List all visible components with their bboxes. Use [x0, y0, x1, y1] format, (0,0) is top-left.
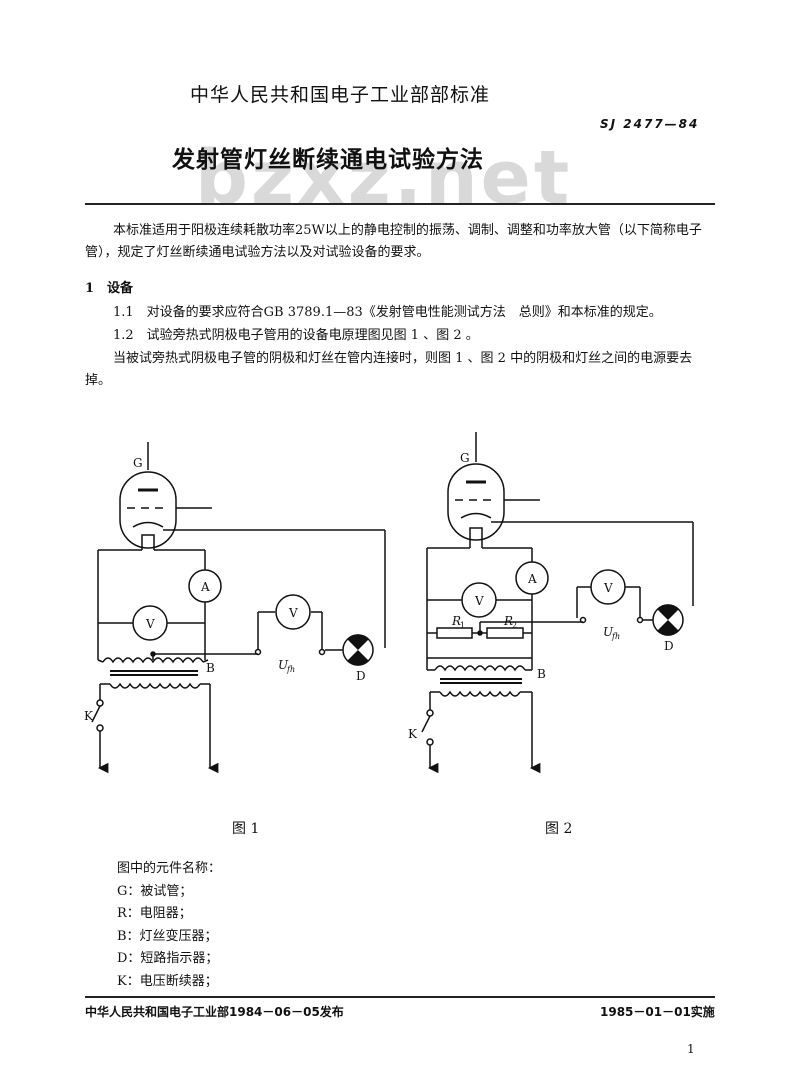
figure-2-circuit [421, 432, 694, 774]
legend-item: R：电阻器； [117, 906, 192, 921]
fig2-label-a: A [527, 572, 537, 586]
fig1-label-v2: V [288, 606, 298, 620]
document-title: 发射管灯丝断续通电试验方法 [172, 147, 484, 173]
issuing-organization: 中华人民共和国电子工业部部标准 [190, 84, 491, 106]
standard-code: SJ 2477—84 [600, 117, 700, 131]
clause-note: 当被试旁热式阴极电子管的阴极和灯丝在管内连接时，则图 1 、图 2 中的阴极和灯… [85, 351, 693, 388]
page-number: 1 [687, 1042, 695, 1056]
issue-date: 中华人民共和国电子工业部1984－06－05发布 [85, 1005, 344, 1019]
clause-1-2: 1.2 试验旁热式阴极电子管用的设备电原理图见图 1 、图 2 。 [113, 328, 479, 343]
fig1-label-d: D [356, 669, 366, 683]
ammeter-icon [515, 561, 549, 595]
figure-1-circuit [91, 442, 386, 774]
legend-item: G：被试管； [117, 883, 193, 899]
resistor-icon [436, 627, 473, 639]
figure-2-components [436, 561, 626, 639]
fig2-label-d: D [664, 639, 674, 653]
clause-1-1: 1.1 对设备的要求应符合GB 3789.1—83《发射管电性能测试方法 总则》… [113, 305, 662, 320]
voltmeter-icon [132, 605, 168, 641]
legend-item: D：短路指示器； [117, 951, 219, 966]
fig1-label-v1: V [145, 617, 155, 631]
figure-1-caption: 图 1 [232, 821, 260, 837]
fig2-label-r2-sub: 2 [512, 621, 517, 630]
fig2-label-r1: R [451, 614, 461, 628]
figure-2-short-indicator [652, 604, 684, 636]
figure-1-short-indicator [342, 634, 374, 666]
footer-rule [85, 996, 715, 998]
intro-paragraph: 本标准适用于阳极连续耗散功率25W以上的静电控制的振荡、调制、调整和功率放大管（… [85, 223, 702, 260]
voltmeter-icon [275, 594, 311, 630]
legend-item: K：电压断续器； [117, 973, 218, 989]
fig2-label-u: U [603, 625, 614, 639]
fig2-label-u-sub: fh [611, 632, 620, 641]
fig2-label-b: B [537, 667, 546, 681]
fig2-label-k: K [408, 727, 418, 741]
component-legend: 图中的元件名称： G：被试管； R：电阻器； B：灯丝变压器； D：短路指示器；… [117, 858, 221, 993]
fig1-label-k: K [84, 709, 94, 723]
effective-date: 1985－01－01实施 [600, 1005, 715, 1019]
ammeter-icon [188, 569, 222, 603]
fig1-label-u-sub: fh [286, 665, 295, 674]
legend-item: B：灯丝变压器； [117, 928, 218, 944]
watermark: bzxz.net [195, 135, 573, 221]
fig1-label-g: G [133, 456, 143, 470]
resistor-icon [486, 627, 524, 639]
section-heading: 1 设备 [85, 281, 134, 296]
fig1-label-b: B [206, 661, 215, 675]
voltmeter-icon [461, 582, 497, 618]
fig2-label-r2: R [503, 614, 513, 628]
figure-1-meters [132, 569, 311, 641]
fig2-label-r1-sub: 1 [460, 621, 465, 630]
figure-2-caption: 图 2 [545, 821, 573, 837]
fig2-label-v2: V [603, 581, 613, 595]
fig2-label-g: G [460, 451, 470, 465]
fig2-label-v1: V [474, 594, 484, 608]
voltmeter-icon [590, 569, 626, 605]
fig1-label-a: A [200, 580, 210, 594]
fig1-label-u: U [278, 658, 289, 672]
header-rule [85, 203, 715, 205]
legend-title: 图中的元件名称： [117, 861, 222, 876]
